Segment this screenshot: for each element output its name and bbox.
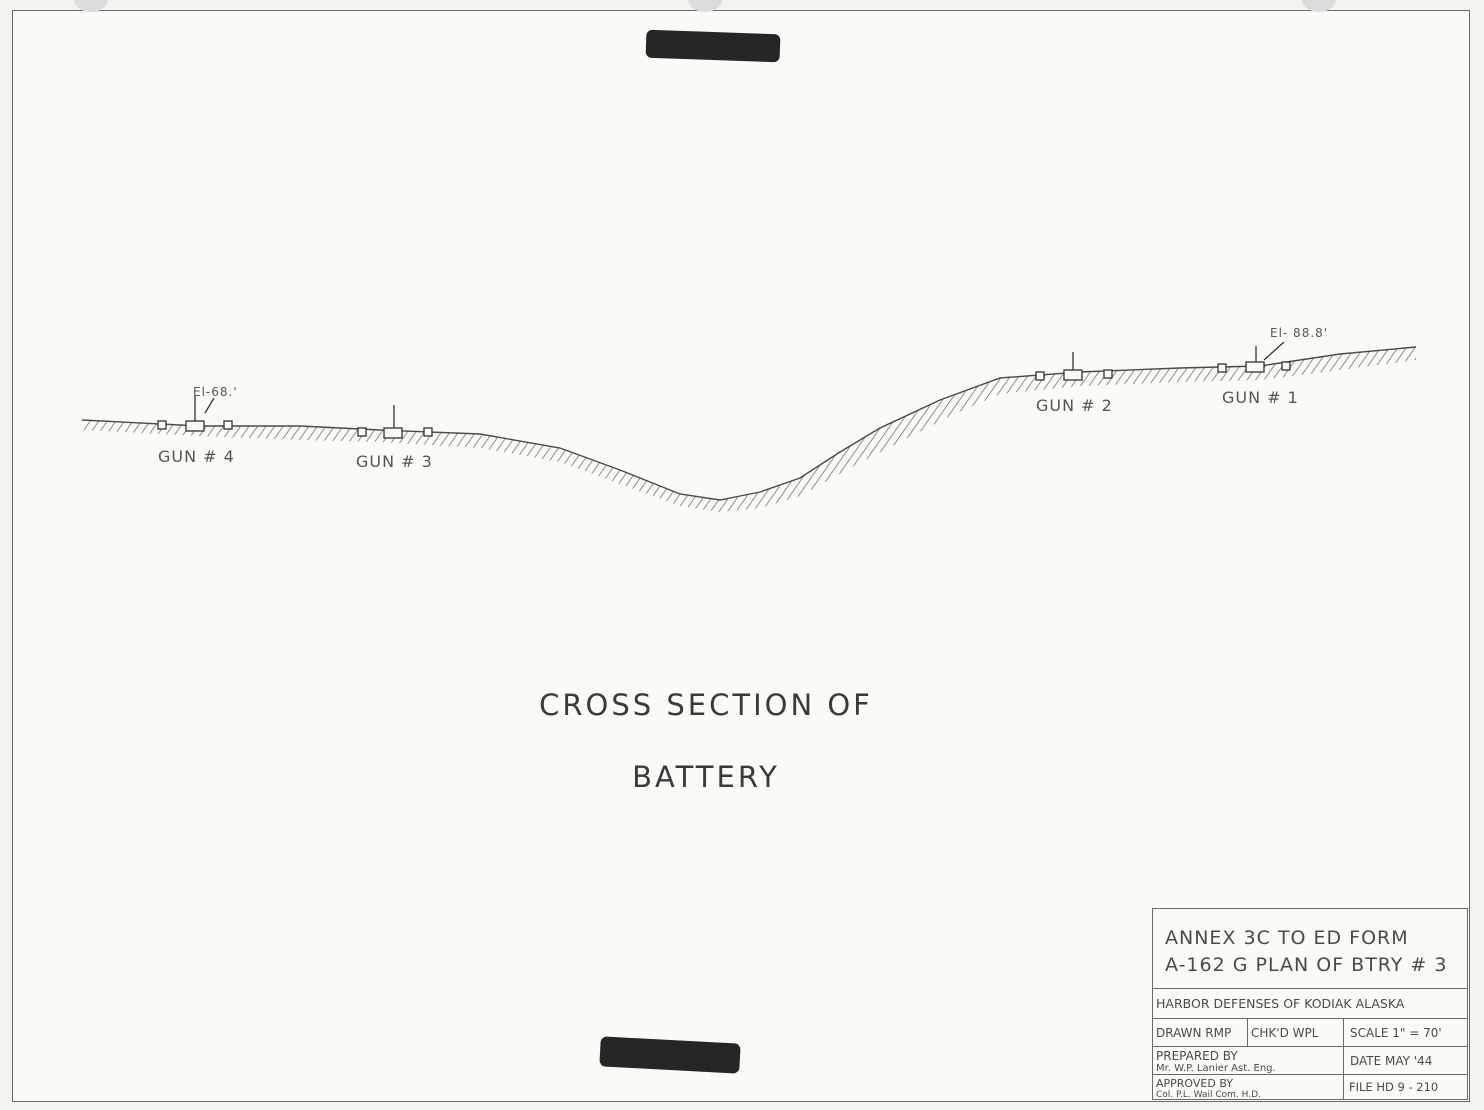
gun-emplacement-2: [1035, 352, 1113, 381]
gun-3-label: GUN # 3: [356, 452, 433, 471]
checked-by: CHK'D WPL: [1248, 1019, 1344, 1046]
gun-emplacement-3: [357, 405, 433, 439]
title-block-row-drawn: DRAWN RMP CHK'D WPL SCALE 1" = 70': [1153, 1019, 1467, 1047]
approved-by: APPROVED BY: [1156, 1077, 1234, 1090]
drawn-by: DRAWN RMP: [1153, 1019, 1248, 1046]
prepared-by: PREPARED BY: [1156, 1049, 1238, 1063]
organization: HARBOR DEFENSES OF KODIAK ALASKA: [1156, 996, 1405, 1011]
gun-4-elevation: El-68.': [193, 385, 238, 399]
punch-hole: [1302, 0, 1336, 12]
drawing-title-line-1: CROSS SECTION OF: [539, 688, 873, 722]
title-block-row-approved: APPROVED BY Col. P.L. Wail Com. H.D. FIL…: [1153, 1075, 1467, 1099]
gun-1-elevation: El- 88.8': [1270, 326, 1329, 340]
date: DATE MAY '44: [1350, 1054, 1433, 1068]
prepared-name: Mr. W.P. Lanier Ast. Eng.: [1156, 1063, 1276, 1074]
title-block: ANNEX 3C TO ED FORM A-162 G PLAN OF BTRY…: [1152, 908, 1468, 1100]
gun-emplacement-4: [157, 396, 233, 432]
annex-line-1: ANNEX 3C TO ED FORM: [1165, 927, 1409, 949]
punch-hole: [74, 0, 108, 12]
gun-emplacement-1: [1217, 341, 1291, 373]
file-number: FILE HD 9 - 210: [1349, 1080, 1439, 1094]
scale: SCALE 1" = 70': [1350, 1026, 1442, 1040]
annex-line-2: A-162 G PLAN OF BTRY # 3: [1165, 954, 1448, 976]
drawing-sheet: [12, 10, 1470, 1102]
gun-1-label: GUN # 1: [1222, 388, 1299, 407]
title-block-row-prepared: PREPARED BY Mr. W.P. Lanier Ast. Eng. DA…: [1153, 1047, 1467, 1075]
gun-4-label: GUN # 4: [158, 447, 235, 466]
gun-2-label: GUN # 2: [1036, 396, 1113, 415]
ground-hatching: [82, 347, 1416, 512]
punch-hole: [688, 0, 722, 12]
drawing-title-line-2: BATTERY: [632, 760, 780, 794]
title-block-organization: HARBOR DEFENSES OF KODIAK ALASKA: [1153, 989, 1467, 1019]
approved-name: Col. P.L. Wail Com. H.D.: [1156, 1090, 1261, 1099]
title-block-annex: ANNEX 3C TO ED FORM A-162 G PLAN OF BTRY…: [1153, 909, 1467, 989]
